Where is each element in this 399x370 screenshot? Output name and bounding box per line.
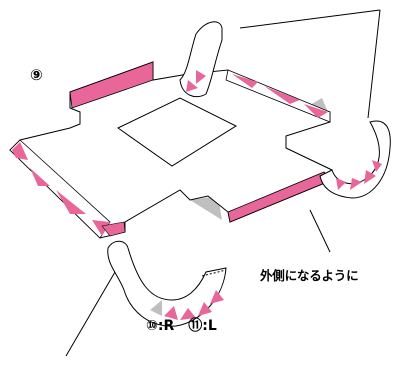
top-curled-flap <box>179 21 223 98</box>
leader-line-bottom <box>65 259 123 357</box>
right-curled-flap <box>319 120 391 199</box>
outside-note: 外側になるように <box>260 268 359 283</box>
part-label-l: ⑪:L <box>188 318 217 334</box>
leader-line-outside <box>309 209 331 253</box>
bottom-curled-flap <box>107 240 227 327</box>
leader-line-top-right <box>367 9 381 119</box>
leader-lines <box>65 9 381 357</box>
step-number: ⑨ <box>30 66 43 84</box>
part-labels: ⑩:R ⑪:L <box>146 315 231 335</box>
gray-tab-right <box>308 98 328 112</box>
part-label-r: ⑩:R <box>146 318 175 334</box>
gray-tab-bottom <box>190 196 222 220</box>
main-board <box>9 61 333 239</box>
leader-line-top-left <box>239 9 381 29</box>
center-window <box>117 97 238 167</box>
pink-strip-top <box>69 61 154 109</box>
